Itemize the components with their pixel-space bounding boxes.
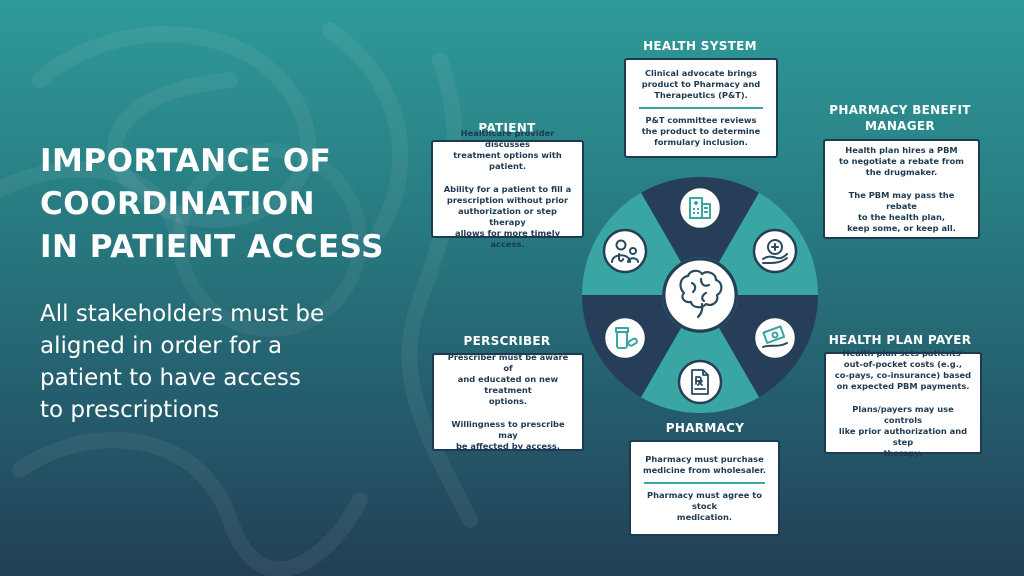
stakeholder-wheel xyxy=(582,177,818,413)
prescriber-text-1: Prescriber must be aware of and educated… xyxy=(447,352,569,406)
patient-text-1: Healthcare provider discusses treatment … xyxy=(453,128,562,171)
patient-label: PATIENT xyxy=(478,121,536,135)
pbm-label: PHARMACY BENEFIT MANAGER xyxy=(829,103,971,133)
health-system-label: HEALTH SYSTEM xyxy=(643,39,757,53)
card-divider xyxy=(644,481,765,484)
prescriber-text-2: Willingness to prescribe may be affected… xyxy=(451,419,565,451)
page-subtitle: All stakeholders must be aligned in orde… xyxy=(40,301,325,423)
pharmacy-card: Pharmacy must purchase medicine from who… xyxy=(629,440,780,536)
doctor-patient-icon xyxy=(602,228,648,274)
health-plan-payer-label: HEALTH PLAN PAYER xyxy=(828,333,972,347)
patient-card: Healthcare provider discusses treatment … xyxy=(431,128,584,249)
pbm-text-2: The PBM may pass the rebate to the healt… xyxy=(847,189,956,233)
health-plan-payer-text-1: Health plan sets patients' out-of-pocket… xyxy=(834,347,972,391)
health-system-text-1: Clinical advocate brings product to Phar… xyxy=(641,68,761,100)
brain-icon xyxy=(679,269,723,319)
patient-text-2: Ability for a patient to fill a prescrip… xyxy=(443,184,572,249)
prescription-icon xyxy=(677,359,723,405)
page-title: IMPORTANCE OF COORDINATION IN PATIENT AC… xyxy=(40,143,384,265)
prescriber-card: Prescriber must be aware of and educated… xyxy=(432,352,584,451)
pharmacy-text-1: Pharmacy must purchase medicine from who… xyxy=(643,453,766,475)
pharmacy-label: PHARMACY xyxy=(665,421,745,435)
health-plan-payer-text-2: Plans/payers may use controls like prior… xyxy=(838,403,968,458)
health-system-card: Clinical advocate brings product to Phar… xyxy=(624,58,778,158)
money-in-hand-icon xyxy=(752,315,798,361)
pbm-card: Health plan hires a PBM to negotiate a r… xyxy=(823,139,980,239)
pharmacy-text-2: Pharmacy must agree to stock medication. xyxy=(647,489,762,522)
health-system-text-2: P&T committee reviews the product to det… xyxy=(641,115,761,147)
center-circle xyxy=(662,257,738,333)
prescriber-label: PERSCRIBER xyxy=(463,334,551,348)
pill-bottle-icon xyxy=(602,315,648,361)
pbm-text-1: Health plan hires a PBM to negotiate a r… xyxy=(839,144,964,177)
hospital-icon xyxy=(677,185,723,231)
card-divider xyxy=(639,107,763,109)
health-plan-payer-card: Health plan sets patients' out-of-pocket… xyxy=(824,348,982,458)
hand-with-plus-icon xyxy=(752,228,798,274)
